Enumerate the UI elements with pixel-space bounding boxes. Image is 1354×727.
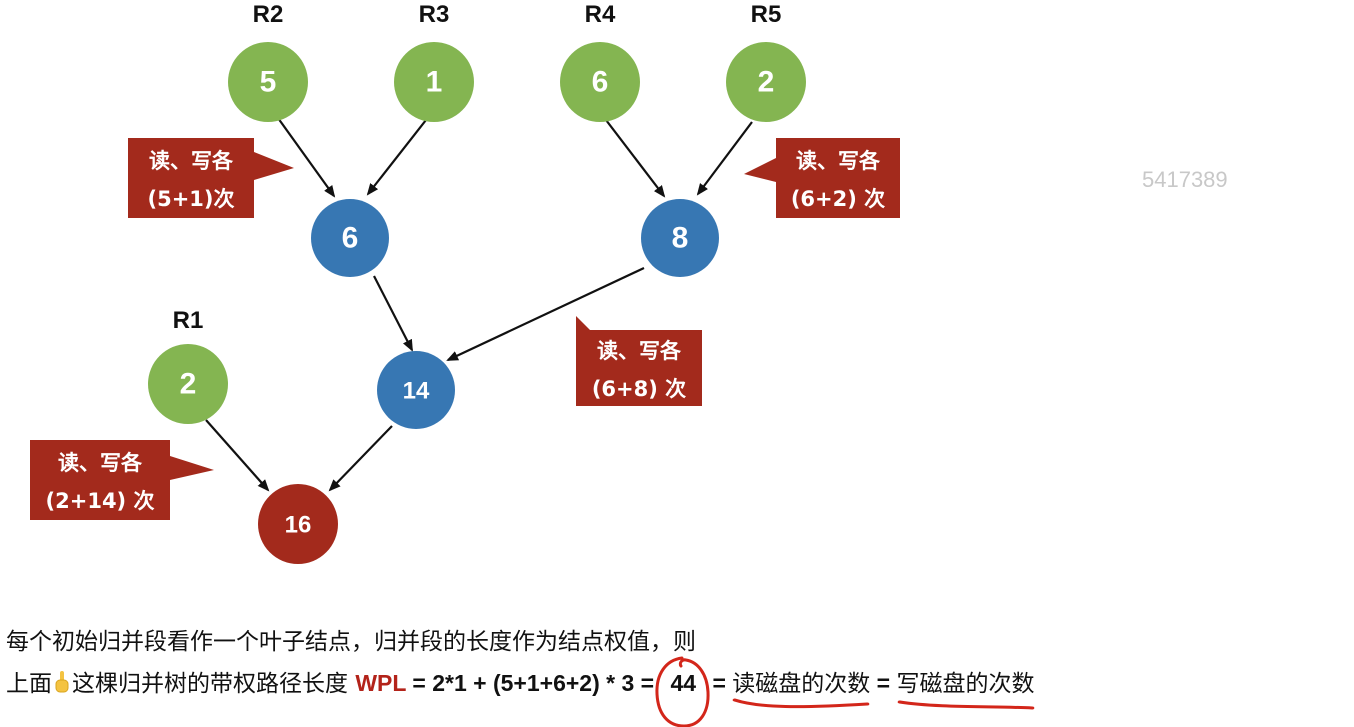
edge-r3-m1 — [366, 119, 427, 196]
caption-line-2: 上面 这棵归并树的带权路径长度 WPL = 2*1 + (5+1+6+2) * … — [6, 656, 1035, 727]
callout-read-write-5-1: 读、写各 (5+1)次 — [128, 138, 294, 218]
run-label-r1: R1 — [173, 307, 204, 334]
callout-4-line2: (2+14) 次 — [46, 489, 155, 513]
edge-m3-root — [328, 425, 393, 492]
pointing-hand-icon — [54, 670, 70, 694]
callout-2-line2: (6+2) 次 — [791, 187, 885, 211]
edge-m2-m3 — [446, 267, 645, 361]
run-label-r4: R4 — [585, 1, 616, 28]
root-node: 16 — [258, 484, 338, 564]
leaf-node-r5: 2 — [726, 42, 806, 122]
run-label-r3: R3 — [419, 1, 450, 28]
merge-node-8: 8 — [641, 199, 719, 277]
tree-edges — [205, 117, 753, 492]
edge-r2-m1 — [277, 117, 336, 198]
leaf-node-r1: 2 — [148, 344, 228, 424]
callout-2-line1: 读、写各 — [796, 149, 881, 173]
edge-m1-m3 — [373, 275, 413, 352]
wpl-result: 44 — [655, 656, 710, 727]
write-disk-count-label: 写磁盘的次数 — [896, 671, 1035, 697]
wpl-result-value: 44 — [670, 670, 697, 696]
read-disk-count-text: 读磁盘的次数 — [732, 664, 871, 709]
write-handdrawn-underline — [897, 700, 1034, 710]
equals-3: = — [870, 670, 897, 696]
callout-read-write-6-2: 读、写各 (6+2) 次 — [744, 138, 900, 218]
callout-1-line1: 读、写各 — [149, 149, 234, 173]
leaf-node-r2-value: 5 — [260, 66, 277, 99]
watermark-number: 5417389 — [1142, 167, 1228, 192]
merge-node-6: 6 — [311, 199, 389, 277]
edge-r1-root — [205, 419, 270, 492]
callout-read-write-2-14: 读、写各 (2+14) 次 — [30, 440, 214, 520]
caption-line-1: 每个初始归并段看作一个叶子结点，归并段的长度作为结点权值，则 — [6, 629, 696, 655]
equals-2: = — [706, 670, 733, 696]
caption-prefix: 上面 — [6, 671, 52, 697]
run-label-r5: R5 — [751, 1, 782, 28]
merge-node-14-value: 14 — [403, 378, 430, 405]
run-label-r2: R2 — [253, 1, 284, 28]
wpl-formula: 2*1 + (5+1+6+2) * 3 = — [432, 670, 661, 696]
callout-3-line1: 读、写各 — [597, 339, 682, 363]
leaf-node-r4-value: 6 — [592, 66, 609, 99]
leaf-node-r5-value: 2 — [758, 66, 775, 99]
leaf-node-r1-value: 2 — [180, 368, 197, 401]
wpl-label: WPL — [355, 670, 406, 696]
write-disk-count-text: 写磁盘的次数 — [896, 664, 1035, 710]
merge-node-6-value: 6 — [342, 222, 359, 255]
read-handdrawn-underline — [732, 698, 870, 709]
root-node-value: 16 — [285, 512, 312, 539]
merge-node-8-value: 8 — [672, 222, 689, 255]
edge-r4-m2 — [605, 119, 666, 198]
callout-read-write-6-8: 读、写各 (6+8) 次 — [576, 316, 702, 406]
merge-tree-diagram: R2 R3 R4 R5 R1 5 1 6 2 2 6 — [30, 1, 1228, 564]
merge-node-14: 14 — [377, 351, 455, 429]
edge-r5-m2 — [696, 121, 753, 196]
callout-3-line2: (6+8) 次 — [592, 377, 686, 401]
callout-4-line1: 读、写各 — [58, 451, 143, 475]
callout-1-line2: (5+1)次 — [147, 187, 234, 211]
leaf-node-r2: 5 — [228, 42, 308, 122]
leaf-node-r4: 6 — [560, 42, 640, 122]
leaf-node-r3: 1 — [394, 42, 474, 122]
leaf-node-r3-value: 1 — [426, 66, 443, 99]
read-disk-count-label: 读磁盘的次数 — [732, 671, 871, 697]
equals-1: = — [406, 670, 433, 696]
caption-middle: 这棵归并树的带权路径长度 — [72, 671, 348, 697]
